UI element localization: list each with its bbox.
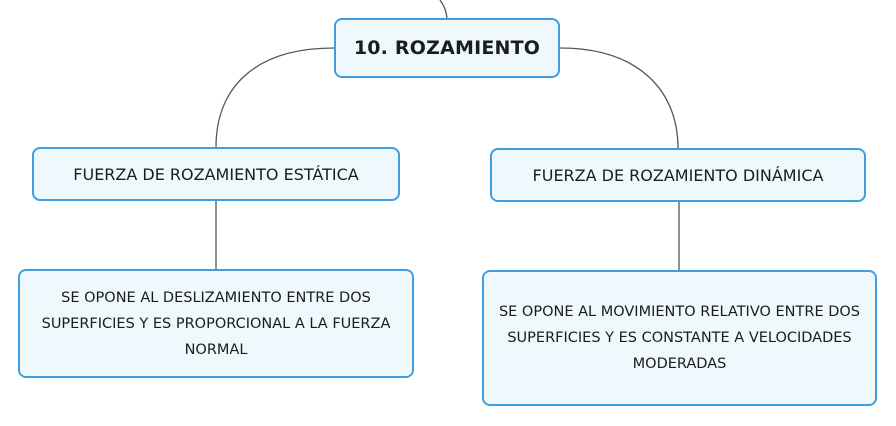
- static-friction-node[interactable]: FUERZA DE ROZAMIENTO ESTÁTICA: [32, 147, 400, 201]
- dynamic-friction-description-node[interactable]: SE OPONE AL MOVIMIENTO RELATIVO ENTRE DO…: [482, 270, 877, 406]
- dynamic-friction-description: SE OPONE AL MOVIMIENTO RELATIVO ENTRE DO…: [498, 304, 861, 372]
- root-node[interactable]: 10. ROZAMIENTO: [334, 18, 560, 78]
- root-label: 10. ROZAMIENTO: [353, 37, 541, 59]
- connector-root-to-static: [215, 47, 335, 148]
- dynamic-friction-node[interactable]: FUERZA DE ROZAMIENTO DINÁMICA: [490, 148, 866, 202]
- static-friction-title: FUERZA DE ROZAMIENTO ESTÁTICA: [73, 164, 359, 184]
- static-friction-description-node[interactable]: SE OPONE AL DESLIZAMIENTO ENTRE DOS SUPE…: [18, 269, 414, 378]
- static-friction-description: SE OPONE AL DESLIZAMIENTO ENTRE DOS SUPE…: [41, 289, 391, 358]
- connector-root-to-dynamic: [559, 47, 679, 149]
- connector-parent-to-root: [439, 0, 448, 19]
- dynamic-friction-title: FUERZA DE ROZAMIENTO DINÁMICA: [532, 165, 824, 185]
